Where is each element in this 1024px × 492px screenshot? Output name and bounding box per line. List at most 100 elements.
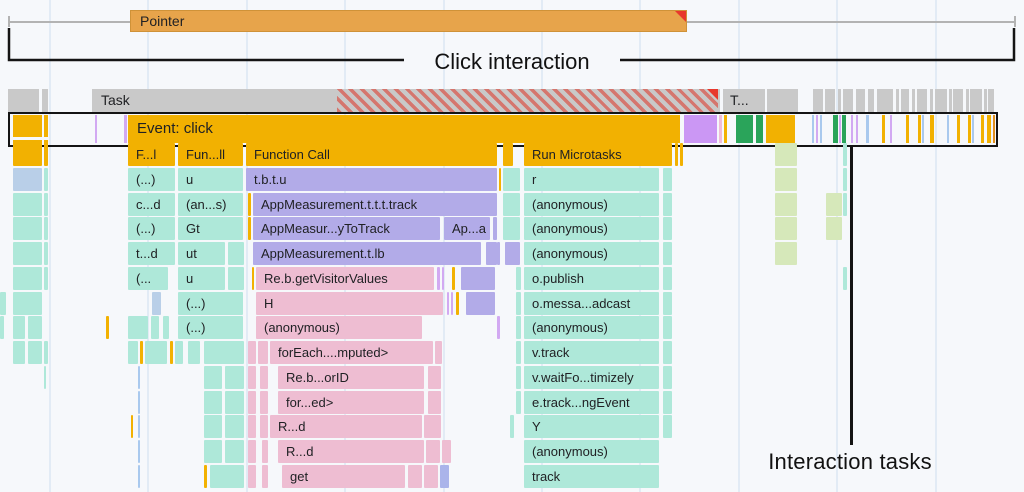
task-segment[interactable] bbox=[984, 89, 987, 112]
flame-cell-labeled[interactable]: F...l bbox=[128, 143, 175, 166]
flame-cell[interactable] bbox=[503, 192, 520, 216]
task-segment[interactable] bbox=[949, 89, 952, 112]
flame-cell[interactable] bbox=[663, 291, 672, 315]
flame-cell[interactable] bbox=[505, 242, 520, 265]
flame-cell[interactable] bbox=[13, 192, 42, 216]
flame-cell[interactable] bbox=[44, 365, 46, 389]
flame-cell[interactable] bbox=[516, 291, 521, 315]
flame-cell-labeled[interactable]: (an...s) bbox=[178, 192, 243, 216]
event-sliver[interactable] bbox=[839, 115, 841, 143]
flame-cell-labeled[interactable]: (...) bbox=[178, 316, 243, 340]
flame-cell[interactable] bbox=[204, 440, 222, 463]
flame-cell[interactable] bbox=[138, 390, 140, 414]
flame-cell[interactable] bbox=[663, 316, 672, 340]
flame-cell[interactable] bbox=[44, 167, 48, 191]
flame-cell[interactable] bbox=[140, 341, 143, 364]
flame-cell[interactable] bbox=[775, 192, 797, 216]
flame-cell-labeled[interactable]: (...) bbox=[128, 217, 175, 241]
flame-cell-labeled[interactable]: u bbox=[178, 266, 225, 290]
flame-cell[interactable] bbox=[128, 316, 148, 340]
flame-cell[interactable] bbox=[28, 316, 42, 340]
flame-cell[interactable] bbox=[225, 365, 244, 389]
task-segment[interactable] bbox=[868, 89, 874, 112]
event-sliver[interactable] bbox=[947, 115, 949, 143]
task-segment[interactable] bbox=[917, 89, 927, 112]
pointer-interaction-bar[interactable]: Pointer bbox=[130, 10, 687, 32]
event-sliver[interactable] bbox=[918, 115, 921, 143]
event-sliver[interactable] bbox=[820, 115, 822, 143]
event-sliver[interactable] bbox=[766, 115, 795, 143]
task-segment[interactable] bbox=[42, 89, 48, 112]
flame-cell[interactable] bbox=[843, 143, 847, 166]
flame-cell[interactable] bbox=[258, 341, 268, 364]
flame-cell[interactable] bbox=[461, 266, 495, 290]
event-sliver[interactable] bbox=[882, 115, 885, 143]
task-segment[interactable] bbox=[930, 89, 933, 112]
flame-cell[interactable] bbox=[138, 415, 140, 439]
flame-cell[interactable] bbox=[44, 192, 48, 216]
flame-cell-labeled[interactable]: forEach....mputed> bbox=[270, 341, 433, 364]
flame-cell[interactable] bbox=[510, 415, 514, 439]
flame-cell[interactable] bbox=[152, 291, 161, 315]
event-sliver[interactable] bbox=[833, 115, 838, 143]
flame-cell[interactable] bbox=[128, 341, 138, 364]
flame-cell-labeled[interactable]: Ap...a bbox=[444, 217, 490, 241]
flame-cell[interactable] bbox=[210, 464, 244, 488]
flame-cell[interactable] bbox=[13, 341, 25, 364]
flame-cell[interactable] bbox=[408, 464, 422, 488]
flame-cell[interactable] bbox=[428, 390, 441, 414]
flame-cell[interactable] bbox=[424, 464, 438, 488]
flame-cell[interactable] bbox=[204, 415, 222, 439]
flame-cell[interactable] bbox=[426, 440, 440, 463]
event-sliver[interactable] bbox=[736, 115, 753, 143]
flame-cell-labeled[interactable]: Gt bbox=[178, 217, 243, 241]
flame-cell-labeled[interactable]: AppMeasurement.t.t.t.track bbox=[253, 192, 497, 216]
task-segment[interactable] bbox=[838, 89, 841, 112]
flame-cell[interactable] bbox=[225, 440, 244, 463]
flame-cell-labeled[interactable]: AppMeasurement.t.lb bbox=[253, 242, 481, 265]
flame-cell[interactable] bbox=[175, 341, 183, 364]
event-sliver[interactable] bbox=[968, 115, 971, 143]
flame-cell[interactable] bbox=[13, 167, 42, 191]
flame-cell-labeled[interactable]: r bbox=[524, 167, 659, 191]
flame-cell[interactable] bbox=[44, 242, 48, 265]
event-sliver[interactable] bbox=[972, 115, 974, 143]
flame-cell[interactable] bbox=[225, 415, 244, 439]
event-sliver[interactable] bbox=[851, 115, 853, 143]
flame-cell[interactable] bbox=[13, 316, 25, 340]
event-sliver[interactable] bbox=[993, 115, 995, 143]
flame-cell[interactable] bbox=[663, 192, 672, 216]
flame-cell-labeled[interactable]: u bbox=[178, 167, 243, 191]
flame-cell[interactable] bbox=[442, 440, 451, 463]
task-segment[interactable] bbox=[813, 89, 823, 112]
flame-cell-labeled[interactable]: v.waitFo...timizely bbox=[524, 365, 659, 389]
flame-cell-labeled[interactable]: H bbox=[256, 291, 443, 315]
flame-cell[interactable] bbox=[44, 341, 48, 364]
task-segment[interactable] bbox=[8, 89, 39, 112]
flame-cell[interactable] bbox=[775, 217, 797, 241]
flame-cell[interactable] bbox=[13, 217, 42, 241]
flame-cell-labeled[interactable]: (...) bbox=[178, 291, 243, 315]
event-sliver[interactable] bbox=[684, 115, 717, 143]
task-segment[interactable] bbox=[953, 89, 963, 112]
event-sliver[interactable] bbox=[724, 115, 727, 143]
event-sliver[interactable] bbox=[981, 115, 984, 143]
flame-cell[interactable] bbox=[204, 365, 222, 389]
flame-cell[interactable] bbox=[248, 390, 256, 414]
event-sliver[interactable] bbox=[890, 115, 892, 143]
flame-cell[interactable] bbox=[252, 266, 254, 290]
flame-cell[interactable] bbox=[493, 217, 497, 241]
flame-cell[interactable] bbox=[0, 316, 4, 340]
flame-cell[interactable] bbox=[663, 266, 672, 290]
event-sliver[interactable] bbox=[842, 115, 846, 143]
flame-cell-labeled[interactable]: Re.b...orID bbox=[278, 365, 424, 389]
task-segment[interactable] bbox=[896, 89, 899, 112]
flame-cell-labeled[interactable]: for...ed> bbox=[278, 390, 424, 414]
flame-cell-labeled[interactable]: c...d bbox=[128, 192, 175, 216]
task-segment[interactable] bbox=[825, 89, 835, 112]
flame-cell[interactable] bbox=[456, 291, 459, 315]
flame-cell[interactable] bbox=[775, 143, 797, 166]
event-sliver[interactable] bbox=[957, 115, 960, 143]
flame-cell[interactable] bbox=[843, 167, 847, 191]
flame-cell[interactable] bbox=[44, 217, 48, 241]
